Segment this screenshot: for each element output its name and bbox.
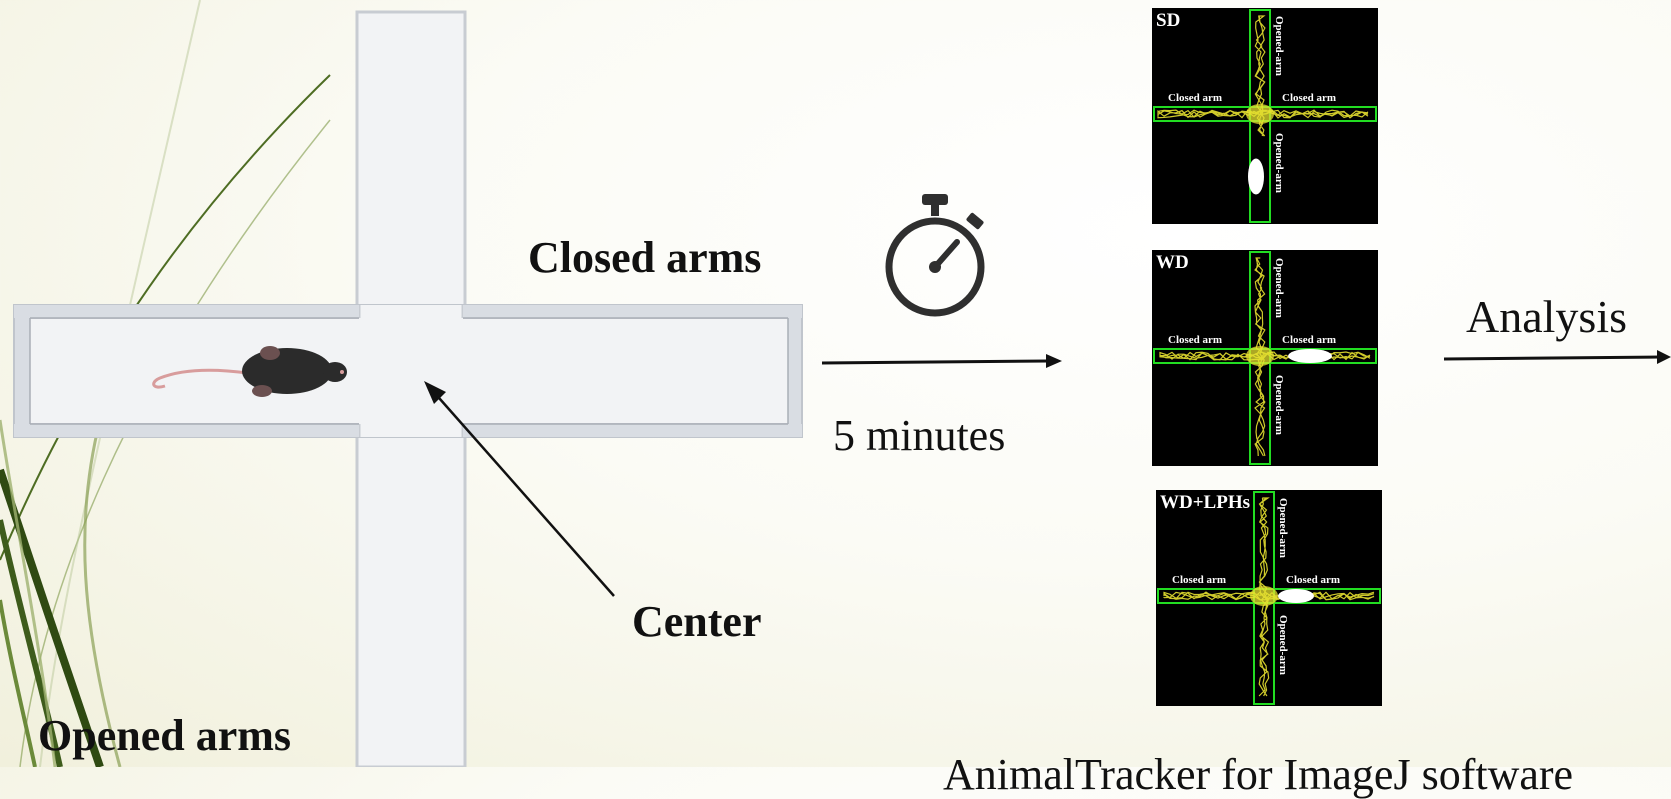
center-cluster: [1246, 346, 1274, 366]
bottom-caption: AnimalTracker for ImageJ software: [943, 750, 1574, 799]
closed-arm-right-label: Closed arm: [1282, 334, 1337, 346]
opened-arm-top-label: Opened-arm: [1277, 498, 1289, 558]
closed-arm-left-label: Closed arm: [1168, 92, 1223, 104]
center-label: Center: [632, 597, 762, 646]
plus-maze: [13, 10, 803, 767]
closed-arm-left-label: Closed arm: [1172, 574, 1227, 586]
animal-position: [1278, 589, 1314, 603]
closed-arm-left-label: Closed arm: [1168, 334, 1223, 346]
stopwatch-icon: [885, 194, 985, 317]
panel-title: WD+LPHs: [1160, 492, 1250, 513]
center-cluster: [1250, 586, 1278, 606]
panel-title: WD: [1156, 252, 1189, 273]
opened-arm-bottom-label: Opened-arm: [1273, 375, 1285, 435]
closed-arm-right-label: Closed arm: [1286, 574, 1341, 586]
panel-title: SD: [1156, 10, 1181, 31]
track-plot: [1157, 491, 1381, 705]
grass-decoration: [0, 0, 331, 767]
mouse-icon: [152, 346, 347, 397]
opened-arm-top-label: Opened-arm: [1273, 16, 1285, 76]
closed-arm-right-label: Closed arm: [1282, 92, 1337, 104]
opened-arms-label: Opened arms: [38, 711, 291, 760]
analysis-label: Analysis: [1466, 291, 1627, 342]
center-cluster: [1246, 104, 1274, 124]
animal-position: [1288, 349, 1332, 363]
closed-arms-label: Closed arms: [528, 233, 762, 282]
opened-arm-bottom-label: Opened-arm: [1273, 133, 1285, 193]
opened-arm-top-label: Opened-arm: [1273, 258, 1285, 318]
duration-label: 5 minutes: [833, 411, 1006, 460]
opened-arm-bottom-label: Opened-arm: [1277, 615, 1289, 675]
track-plot: [1153, 9, 1377, 223]
animal-position: [1248, 158, 1264, 195]
track-plot: [1153, 251, 1377, 465]
